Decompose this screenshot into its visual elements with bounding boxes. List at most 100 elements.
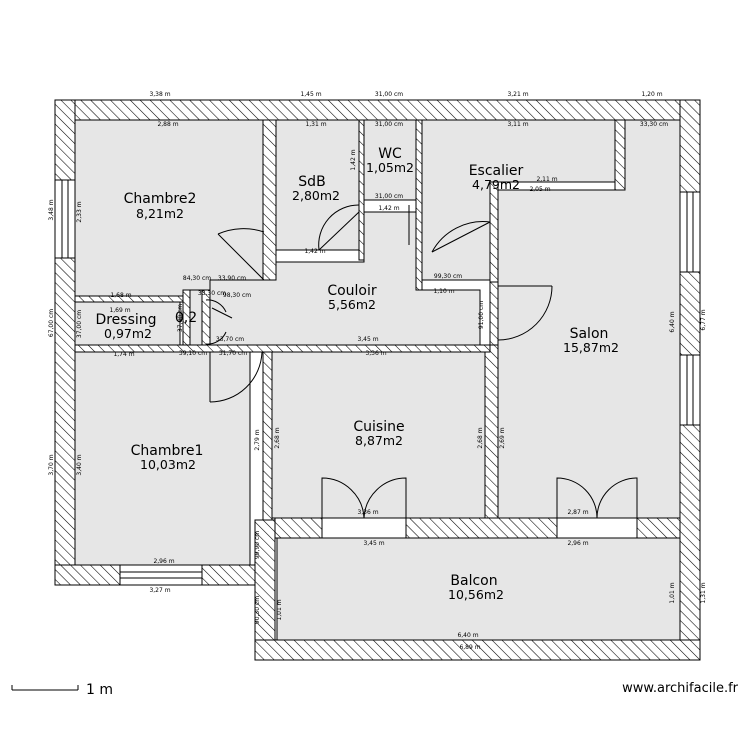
sdb-name: SdB bbox=[298, 174, 325, 190]
placard-name: 0,2 bbox=[175, 310, 197, 326]
wc-floor bbox=[363, 119, 417, 201]
dim-wc-3: 1,42 m bbox=[378, 205, 399, 212]
dim-bottom-outer-2: 6,40 m bbox=[457, 632, 478, 639]
salon-area: 15,87m2 bbox=[563, 340, 619, 355]
cuisine-area: 8,87m2 bbox=[355, 433, 403, 448]
dim-top-outer-4: 3,21 m bbox=[507, 91, 528, 98]
dim-mid-6: 90,30 cm bbox=[254, 596, 261, 624]
window-right-top bbox=[679, 191, 701, 273]
balcon-floor bbox=[276, 537, 681, 641]
dim-left-6: 3,40 m bbox=[76, 454, 83, 475]
couloir-area: 5,56m2 bbox=[328, 297, 376, 312]
dim-right-3: 1,01 m bbox=[669, 582, 676, 603]
dim-left-4: 37,00 cm bbox=[76, 310, 83, 338]
cuisine-floor bbox=[271, 349, 486, 519]
dressing-floor bbox=[74, 299, 181, 346]
window-cuisine bbox=[321, 517, 407, 539]
dim-couloir-top-2: 33,30 cm bbox=[198, 290, 226, 297]
dim-couloir-bottom-1: 3,45 m bbox=[357, 336, 378, 343]
dim-wc-4: 1,42 m bbox=[350, 149, 357, 170]
dim-small-1: 84,30 cm bbox=[183, 275, 211, 282]
dim-couloir-bottom-2: 3,36 m bbox=[365, 350, 386, 357]
chambre1-area: 10,03m2 bbox=[140, 457, 196, 472]
dim-mid-4: 2,69 m bbox=[499, 427, 506, 448]
dim-couloir-top-4: 1,10 m bbox=[433, 288, 454, 295]
dim-wc-1: 31,00 cm bbox=[375, 121, 403, 128]
dim-top-outer-1: 3,38 m bbox=[149, 91, 170, 98]
credit-text: www.archifacile.fr bbox=[622, 681, 738, 696]
dimension-labels: 3,38 m 1,45 m 31,00 cm 3,21 m 1,20 m 2,8… bbox=[109, 91, 668, 651]
cuisine-name: Cuisine bbox=[353, 419, 404, 435]
dim-top-inner-3: 3,11 m bbox=[507, 121, 528, 128]
dim-top-outer-3: 31,00 cm bbox=[375, 91, 403, 98]
doors bbox=[205, 204, 638, 519]
dim-mid-5: 99,90 cm bbox=[254, 531, 261, 559]
dim-escalier-2: 2,05 m bbox=[529, 186, 550, 193]
dim-small-4: 33,70 cm bbox=[216, 336, 244, 343]
dim-right-2: 6,77 m bbox=[700, 309, 707, 330]
dim-bottom-inner-3: 2,87 m bbox=[567, 509, 588, 516]
dim-dressing-2: 1,69 m bbox=[109, 307, 130, 314]
dressing-area: 0,97m2 bbox=[104, 326, 152, 341]
dim-left-5: 3,70 m bbox=[48, 454, 55, 475]
room-floors bbox=[74, 119, 681, 641]
wc-name: WC bbox=[378, 146, 402, 162]
vertical-dimension-labels: 3,48 m 2,33 m 67,00 cm 37,00 cm 3,70 m 3… bbox=[48, 149, 707, 624]
dim-right-1: 6,40 m bbox=[669, 311, 676, 332]
dim-top-outer-2: 1,45 m bbox=[300, 91, 321, 98]
chambre1-name: Chambre1 bbox=[131, 443, 204, 459]
wc-area: 1,05m2 bbox=[366, 160, 414, 175]
dim-bottom-outer-1: 3,27 m bbox=[149, 587, 170, 594]
sdb-area: 2,80m2 bbox=[292, 188, 340, 203]
dim-bottom-inner-5: 2,96 m bbox=[567, 540, 588, 547]
dim-couloir-top-3: 99,30 cm bbox=[434, 273, 462, 280]
dim-left-3: 67,00 cm bbox=[48, 309, 55, 337]
scale-label: 1 m bbox=[86, 682, 113, 698]
salon-name: Salon bbox=[570, 326, 609, 342]
escalier-name: Escalier bbox=[469, 163, 524, 179]
dim-wc-2: 31,00 cm bbox=[375, 193, 403, 200]
dim-couloir-top-1: 1,42 m bbox=[304, 248, 325, 255]
dim-left-1: 3,48 m bbox=[48, 199, 55, 220]
dim-left-2: 2,33 m bbox=[76, 201, 83, 222]
couloir-name: Couloir bbox=[327, 283, 377, 299]
windows bbox=[54, 179, 701, 586]
dim-small-3: 98,30 cm bbox=[223, 292, 251, 299]
dim-bottom-inner-1: 2,96 m bbox=[153, 558, 174, 565]
window-salon bbox=[556, 517, 638, 539]
dim-right-4: 1,31 m bbox=[700, 582, 707, 603]
escalier-area: 4,79m2 bbox=[472, 177, 520, 192]
room-labels: Chambre2 8,21m2 SdB 2,80m2 WC 1,05m2 Esc… bbox=[95, 146, 619, 602]
dim-dressing-3: 1,74 m bbox=[113, 351, 134, 358]
dim-bottom-inner-2: 3,36 m bbox=[357, 509, 378, 516]
dim-top-inner-2: 1,31 m bbox=[305, 121, 326, 128]
chambre2-area: 8,21m2 bbox=[136, 206, 184, 221]
balcon-area: 10,56m2 bbox=[448, 587, 504, 602]
dim-mid-1: 2,79 m bbox=[254, 429, 261, 450]
balcon-name: Balcon bbox=[450, 573, 497, 589]
dim-mid-3: 2,68 m bbox=[477, 427, 484, 448]
window-right-mid bbox=[679, 354, 701, 426]
chambre1-floor bbox=[74, 351, 251, 566]
dim-mid-2: 2,68 m bbox=[274, 427, 281, 448]
dim-dressing-1: 1,68 m bbox=[110, 292, 131, 299]
dim-bottom-outer-3: 6,89 m bbox=[459, 644, 480, 651]
chambre2-name: Chambre2 bbox=[124, 191, 197, 207]
dim-escalier-1: 2,11 m bbox=[536, 176, 557, 183]
dim-bottom-inner-4: 3,45 m bbox=[363, 540, 384, 547]
dim-small-7: 31,70 cm bbox=[219, 350, 247, 357]
dim-small-5: 37,00 cm bbox=[177, 304, 184, 332]
dim-mid-7: 1,01 m bbox=[276, 599, 283, 620]
window-bottom bbox=[119, 564, 203, 586]
dim-small-6: 39,10 cm bbox=[179, 350, 207, 357]
dressing-name: Dressing bbox=[95, 312, 156, 328]
dim-top-inner-4: 33,30 cm bbox=[640, 121, 668, 128]
scale-bar: 1 m bbox=[11, 682, 113, 698]
window-left bbox=[54, 179, 76, 259]
dim-top-inner-1: 2,88 m bbox=[157, 121, 178, 128]
dim-top-outer-5: 1,20 m bbox=[641, 91, 662, 98]
dim-small-8: 91,00 cm bbox=[478, 301, 485, 329]
sdb-floor bbox=[275, 119, 360, 251]
dim-small-2: 33,90 cm bbox=[218, 275, 246, 282]
